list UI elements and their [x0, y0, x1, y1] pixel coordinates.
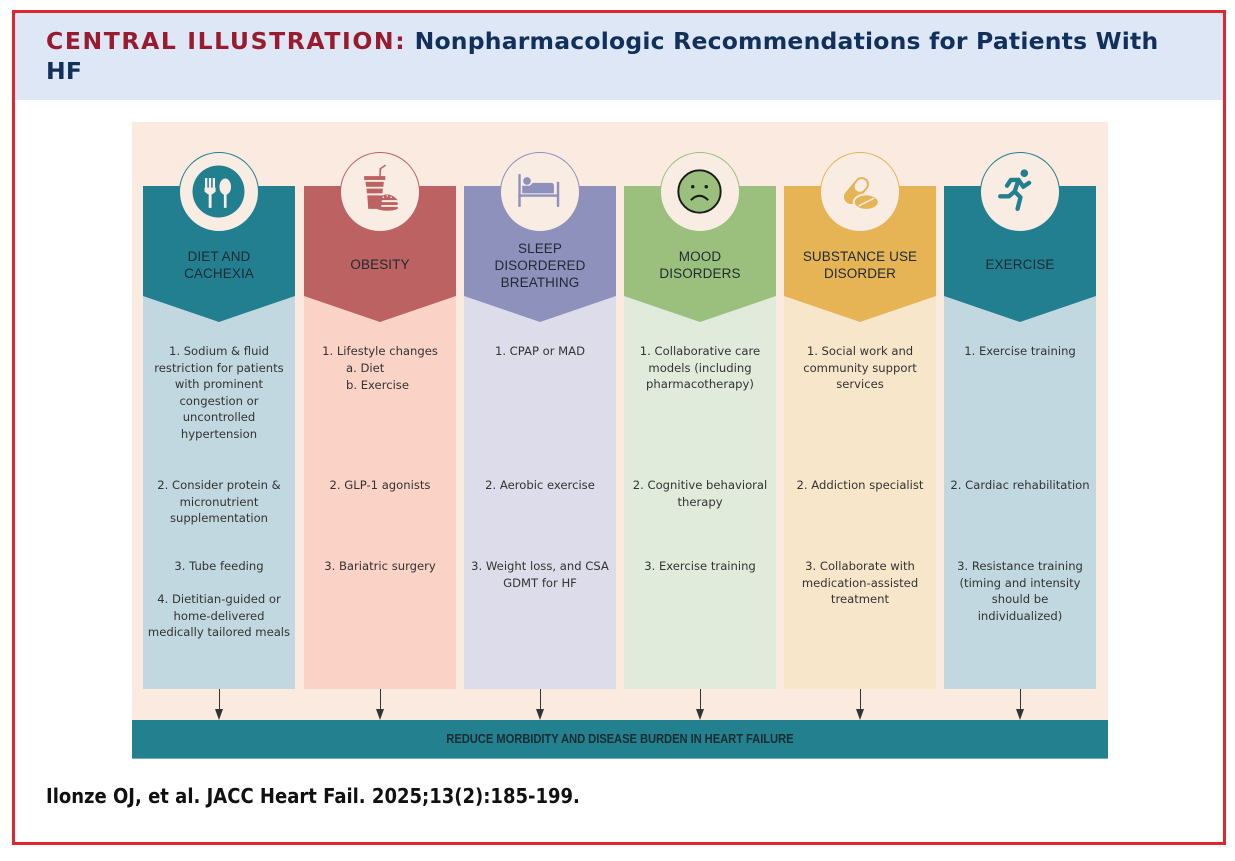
column-label: OBESITY	[350, 257, 410, 272]
column-label: MOOD DISORDERS	[659, 249, 741, 281]
column-sleep-disordered-breathing: SLEEP DISORDERED BREATHING 1. CPAP or MA…	[464, 152, 616, 689]
column-header	[944, 186, 1096, 322]
arrow-down-icon	[536, 689, 544, 721]
column-header	[464, 186, 616, 322]
column-header-shape	[784, 186, 936, 322]
icon-circle	[660, 152, 740, 232]
column-body	[143, 296, 295, 689]
column-header-shape	[944, 186, 1096, 322]
citation: Ilonze OJ, et al. JACC Heart Fail. 2025;…	[46, 784, 580, 808]
column-obesity: OBESITY 1. Lifestyle changes a. Diet b. …	[304, 152, 456, 689]
icon-circle	[179, 152, 259, 232]
list-subitem: a. Diet	[346, 361, 385, 375]
column-header-shape	[304, 186, 456, 322]
title-text: Nonpharmacologic Recommendations for Pat…	[46, 27, 1159, 85]
list-item: 1. Lifestyle changes	[322, 344, 438, 358]
column-mood-disorders: MOOD DISORDERS 1. Collaborative care mod…	[624, 152, 776, 689]
column-header	[784, 186, 936, 322]
column-body	[464, 296, 616, 689]
list-item: 2. Cognitive behavioral therapy	[632, 478, 768, 509]
column-exercise: EXERCISE 1. Exercise training 2. Cardiac…	[944, 152, 1096, 689]
list-item: 1. Collaborative care models (including …	[639, 344, 761, 391]
list-subitem: b. Exercise	[346, 378, 409, 392]
title-kicker: CENTRAL ILLUSTRATION:	[46, 27, 407, 55]
icon-circle	[500, 152, 580, 232]
illustration-panel: DIET AND CACHEXIA 1. Sodium & fluid rest…	[132, 122, 1108, 759]
column-body	[944, 296, 1096, 689]
list-item: 1. Exercise training	[964, 344, 1076, 358]
column-header-shape	[143, 186, 295, 322]
outcome-text: REDUCE MORBIDITY AND DISEASE BURDEN IN H…	[446, 732, 794, 746]
arrow-down-icon	[856, 689, 864, 721]
list-item: 3. Exercise training	[644, 559, 756, 573]
column-label: SLEEP DISORDERED BREATHING	[494, 241, 586, 290]
list-item: 1. CPAP or MAD	[494, 344, 586, 358]
list-item: 1. Social work and community support ser…	[803, 344, 917, 391]
icon-circle	[980, 152, 1060, 232]
list-item: 3. Collaborate with medication-assisted …	[801, 559, 919, 606]
list-item: 2. Aerobic exercise	[485, 478, 595, 492]
list-item: 3. Tube feeding	[174, 559, 264, 573]
list-item: 3. Bariatric surgery	[324, 559, 436, 573]
fork-spoon-icon	[192, 165, 245, 218]
column-header	[143, 186, 295, 322]
column-diet-cachexia: DIET AND CACHEXIA 1. Sodium & fluid rest…	[143, 152, 295, 689]
figure-title: CENTRAL ILLUSTRATION: Nonpharmacologic R…	[46, 26, 1196, 86]
column-substance-use-disorder: SUBSTANCE USE DISORDER 1. Social work an…	[784, 152, 936, 689]
column-label: DIET AND CACHEXIA	[184, 249, 254, 281]
outcome-banner: REDUCE MORBIDITY AND DISEASE BURDEN IN H…	[132, 720, 1108, 759]
bed-icon	[518, 174, 560, 207]
column-label: SUBSTANCE USE DISORDER	[802, 249, 918, 281]
icon-circle	[340, 152, 420, 232]
list-item: 4. Dietitian-guided or home-delivered me…	[147, 592, 291, 639]
column-body	[304, 296, 456, 689]
list-item: 2. GLP-1 agonists	[329, 478, 431, 492]
list-item: 3. Resistance training (timing and inten…	[957, 559, 1083, 623]
arrow-down-icon	[1016, 689, 1024, 721]
figure-frame: CENTRAL ILLUSTRATION: Nonpharmacologic R…	[12, 10, 1226, 845]
list-item: 2. Cardiac rehabilitation	[950, 478, 1090, 492]
arrow-down-icon	[215, 689, 223, 721]
list-item: 3. Weight loss, and CSA GDMT for HF	[471, 559, 609, 590]
pills-icon	[843, 177, 880, 211]
column-body	[624, 296, 776, 689]
runner-icon	[998, 169, 1032, 211]
column-label: EXERCISE	[985, 257, 1055, 272]
icon-circle	[820, 152, 900, 232]
column-header-shape	[464, 186, 616, 322]
column-header	[304, 186, 456, 322]
column-header-shape	[624, 186, 776, 322]
sad-face-icon	[677, 169, 722, 214]
list-item: 1. Sodium & fluid restriction for patien…	[154, 344, 284, 441]
column-body	[784, 296, 936, 689]
column-header	[624, 186, 776, 322]
arrow-down-icon	[376, 689, 384, 721]
figure-header: CENTRAL ILLUSTRATION: Nonpharmacologic R…	[15, 13, 1223, 100]
list-item: 2. Consider protein & micronutrient supp…	[157, 478, 281, 525]
list-item: 2. Addiction specialist	[796, 478, 924, 492]
arrow-down-icon	[696, 689, 704, 721]
fast-food-icon	[364, 164, 398, 211]
